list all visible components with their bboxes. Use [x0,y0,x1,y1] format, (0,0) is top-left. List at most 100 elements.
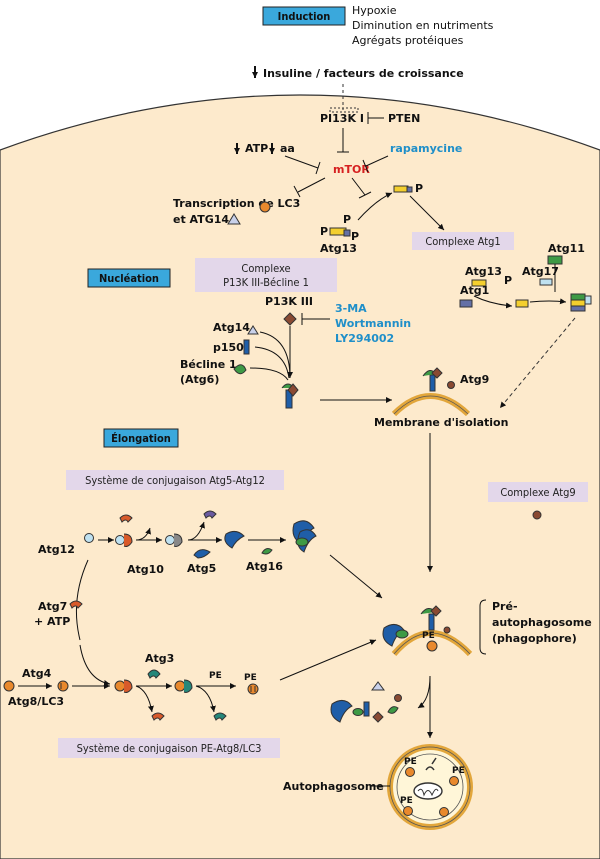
atg13b-p: P [504,274,512,287]
complexe-atg1-label: Complexe Atg1 [425,235,500,248]
atg16-icon [261,548,273,555]
atg7-icon [69,600,83,609]
atg13-dephospho-p: P [415,182,423,195]
pre-line3: (phagophore) [492,632,577,645]
complexe-atg9-label: Complexe Atg9 [500,486,575,499]
system2-label: Système de conjugaison PE-Atg8/LC3 [77,742,262,755]
to-atg1-arrow [409,195,445,231]
atg11-protein-icon [547,255,563,265]
pre-pe-label: PE [422,631,435,641]
inhibitor-ly294002: LY294002 [335,332,394,345]
becline-line2: (Atg6) [180,373,219,386]
system1-box [66,470,284,490]
atg8-atg3-icon [174,680,186,692]
pi3k3-complex-box [195,258,337,292]
atg8-label: Atg8/LC3 [8,695,64,708]
lc3-circle-icon [259,201,271,213]
atg8-atg7-icon [114,680,126,692]
inhibitor-3ma: 3-MA [335,302,367,315]
atp-mtor-line [284,155,319,169]
atg14-triangle-icon [227,213,241,225]
pten-label: PTEN [388,112,420,125]
pre-bracket [479,599,487,655]
released-atg16-icon [330,700,353,723]
auto-pe-1: PE [404,757,417,767]
atg7-released-icon [119,514,133,523]
atg10-label: Atg10 [127,563,164,576]
induction-label: Induction [278,10,331,23]
atg12-atg10-icon [165,535,175,545]
atg8-to-pre-arrow [279,639,377,681]
transcription-line2: et ATG14 [173,213,229,226]
atg17-protein-icon [539,278,553,286]
atg12-atg7-icon [115,535,125,545]
atg5-atg12-icon [224,530,245,549]
atg12-circle-icon [84,533,94,543]
pre-atg8-icon [426,640,438,652]
pi3k3-label: P13K III [265,295,313,308]
membrane-complex-icon [429,374,436,392]
aa-label: aa [280,142,295,155]
atg12-label: Atg12 [38,543,75,556]
signal-hypoxie: Hypoxie [352,4,397,17]
atg4-label: Atg4 [22,667,52,680]
system1-label: Système de conjugaison Atg5-Atg12 [85,474,265,487]
atg7-line1: Atg7 [38,600,67,613]
atg8-initial-icon [3,680,15,692]
atg8-cleaved-icon [57,680,69,692]
atg13-p2: P [343,213,351,226]
atg3-released-icon [213,712,227,721]
pi3k3-complex-line2: P13K III-Bécline 1 [223,276,309,289]
atg16-to-pre-arrow [329,554,383,599]
atg17-label: Atg17 [522,265,559,278]
atg16-label: Atg16 [246,560,283,573]
insulin-label: Insuline / facteurs de croissance [263,67,464,80]
atg3-label: Atg3 [145,652,174,665]
auto-pe-2: PE [452,766,465,776]
atg13-p3: P [351,230,359,243]
atg1-protein-icon [459,299,473,308]
atg13-label: Atg13 [320,242,357,255]
rapa-inhibit [365,155,389,167]
autophagosome-label: Autophagosome [283,780,384,793]
pe-label-1: PE [209,671,222,681]
becline-line1: Bécline 1 [180,358,237,371]
pre-line2: autophagosome [492,616,592,629]
pi3k3-diamond-icon [283,312,297,326]
dephospho-arrow [357,192,393,221]
atg9-free-icon [532,510,542,520]
signal-agregats: Agrégats protéiques [352,34,464,47]
atg14-icon [247,325,259,335]
atg9-label: Atg9 [460,373,489,386]
rapamycine-label: rapamycine [390,142,462,155]
atg13-dephospho-icon [393,185,409,193]
atg7-line2: + ATP [34,615,70,628]
mtor-atg13-inhibit [351,177,366,196]
p150-icon [243,339,250,355]
atg1-complex-icon [570,293,586,301]
induction-label-box [262,6,346,26]
cargo-icon [425,757,437,771]
system2-box [58,738,280,758]
pre-complex-icon [428,613,435,631]
pe-label-2: PE [244,673,257,683]
atg7-released-2-icon [151,712,165,721]
atg13-p1: P [320,225,328,238]
atg9-circle-icon [447,381,455,389]
elongation-label-box [103,428,179,448]
pre-line1: Pré- [492,600,518,613]
atg3-icon [147,669,161,679]
nucleation-label: Nucléation [99,272,159,285]
atg1-intermediate-icon [515,299,529,308]
atg11-label: Atg11 [548,242,585,255]
atg5-icon [193,549,211,559]
mtor-transcription-inhibit [297,177,326,193]
pi3k3-complex-line1: Complexe [241,262,290,275]
atg13b-protein-icon [471,279,487,287]
pi3k-label: PI13K I [320,112,364,125]
atg14-label: Atg14 [213,321,250,334]
mtor-label: mTOR [333,163,370,176]
becline-icon [233,364,247,375]
